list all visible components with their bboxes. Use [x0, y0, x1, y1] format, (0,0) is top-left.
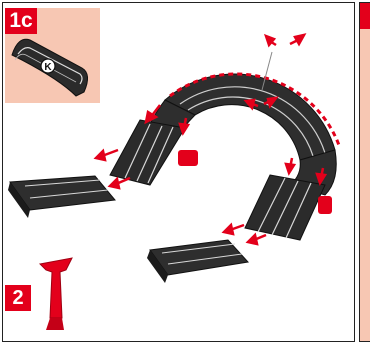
- step-number-label: 1c: [5, 8, 37, 34]
- inset-curved-track: K: [11, 38, 88, 97]
- straight-track-right: [147, 239, 249, 283]
- part-letter-badge: [40, 58, 56, 74]
- track-clip-left: [178, 150, 198, 166]
- part-letter: K: [44, 62, 52, 73]
- left-lane-pieces: [109, 119, 186, 186]
- assembly-arrows: [93, 33, 328, 246]
- next-panel-step-tab: [360, 3, 370, 29]
- sub-step-number: 2: [5, 285, 31, 311]
- next-panel-edge: [359, 2, 370, 342]
- track-clip-right: [318, 196, 332, 214]
- right-curved-lanes: [244, 149, 337, 241]
- curved-track-arc: [164, 51, 342, 161]
- straight-track-left: [8, 175, 116, 218]
- track-support-stand: [38, 257, 73, 330]
